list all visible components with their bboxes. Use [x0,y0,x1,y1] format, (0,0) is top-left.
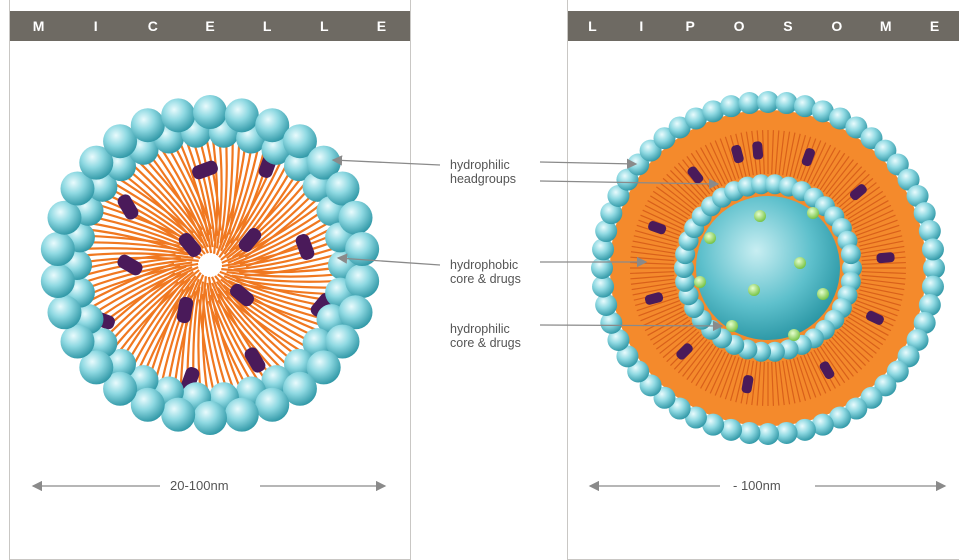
headgroup-ball [922,276,944,298]
aqueous-core [696,196,840,340]
label-line-1: hydrophobic [450,258,521,272]
headgroup-ball [41,264,75,298]
arrow-micelle-headgroups [333,160,440,165]
headgroup-ball [339,295,373,329]
label-line-2: headgroups [450,172,516,186]
headgroup-ball [776,92,798,114]
label-line-2: core & drugs [450,336,521,350]
micelle-headgroups [41,95,379,435]
hydrophilic-drug [726,320,738,332]
hydrophilic-drug [748,284,760,296]
label-hydrophobic-core: hydrophobic core & drugs [450,258,521,286]
hydrophilic-drug [694,276,706,288]
headgroup-ball [161,98,195,132]
micelle-size-label: 20-100nm [162,478,237,493]
drug-capsule [876,252,895,264]
label-line-1: hydrophilic [450,322,521,336]
headgroup-ball [339,201,373,235]
arrow-liposome-outer-headgroups [540,162,636,164]
drug-capsule [752,141,764,160]
label-hydrophilic-headgroups: hydrophilic headgroups [450,158,516,186]
label-hydrophilic-core: hydrophilic core & drugs [450,322,521,350]
micelle-diagram [41,95,379,435]
headgroup-ball [193,401,227,435]
headgroup-ball [794,419,816,441]
headgroup-ball [47,295,81,329]
hydrophilic-drug [794,257,806,269]
liposome-size-label: - 100nm [725,478,789,493]
label-line-1: hydrophilic [450,158,516,172]
headgroup-ball [225,398,259,432]
headgroup-ball [345,264,379,298]
liposome-diagram [591,91,945,445]
headgroup-ball [595,294,617,316]
drug-capsule [294,232,316,261]
headgroup-ball [841,244,861,264]
hydrophilic-drug [754,210,766,222]
headgroup-ball [720,95,742,117]
headgroup-ball [47,201,81,235]
headgroup-ball [738,422,760,444]
headgroup-ball [919,220,941,242]
headgroup-ball [131,108,165,142]
label-line-2: core & drugs [450,272,521,286]
headgroup-ball [255,388,289,422]
hydrophilic-drug [704,232,716,244]
headgroup-ball [60,325,94,359]
headgroup-ball [592,238,614,260]
headgroup-ball [326,172,360,206]
hydrophilic-drug [807,207,819,219]
hydrophilic-drug [817,288,829,300]
headgroup-ball [922,238,944,260]
headgroup-ball [193,95,227,129]
hydrophilic-drug [788,329,800,341]
headgroup-ball [41,232,75,266]
headgroup-ball [161,398,195,432]
headgroup-ball [225,98,259,132]
